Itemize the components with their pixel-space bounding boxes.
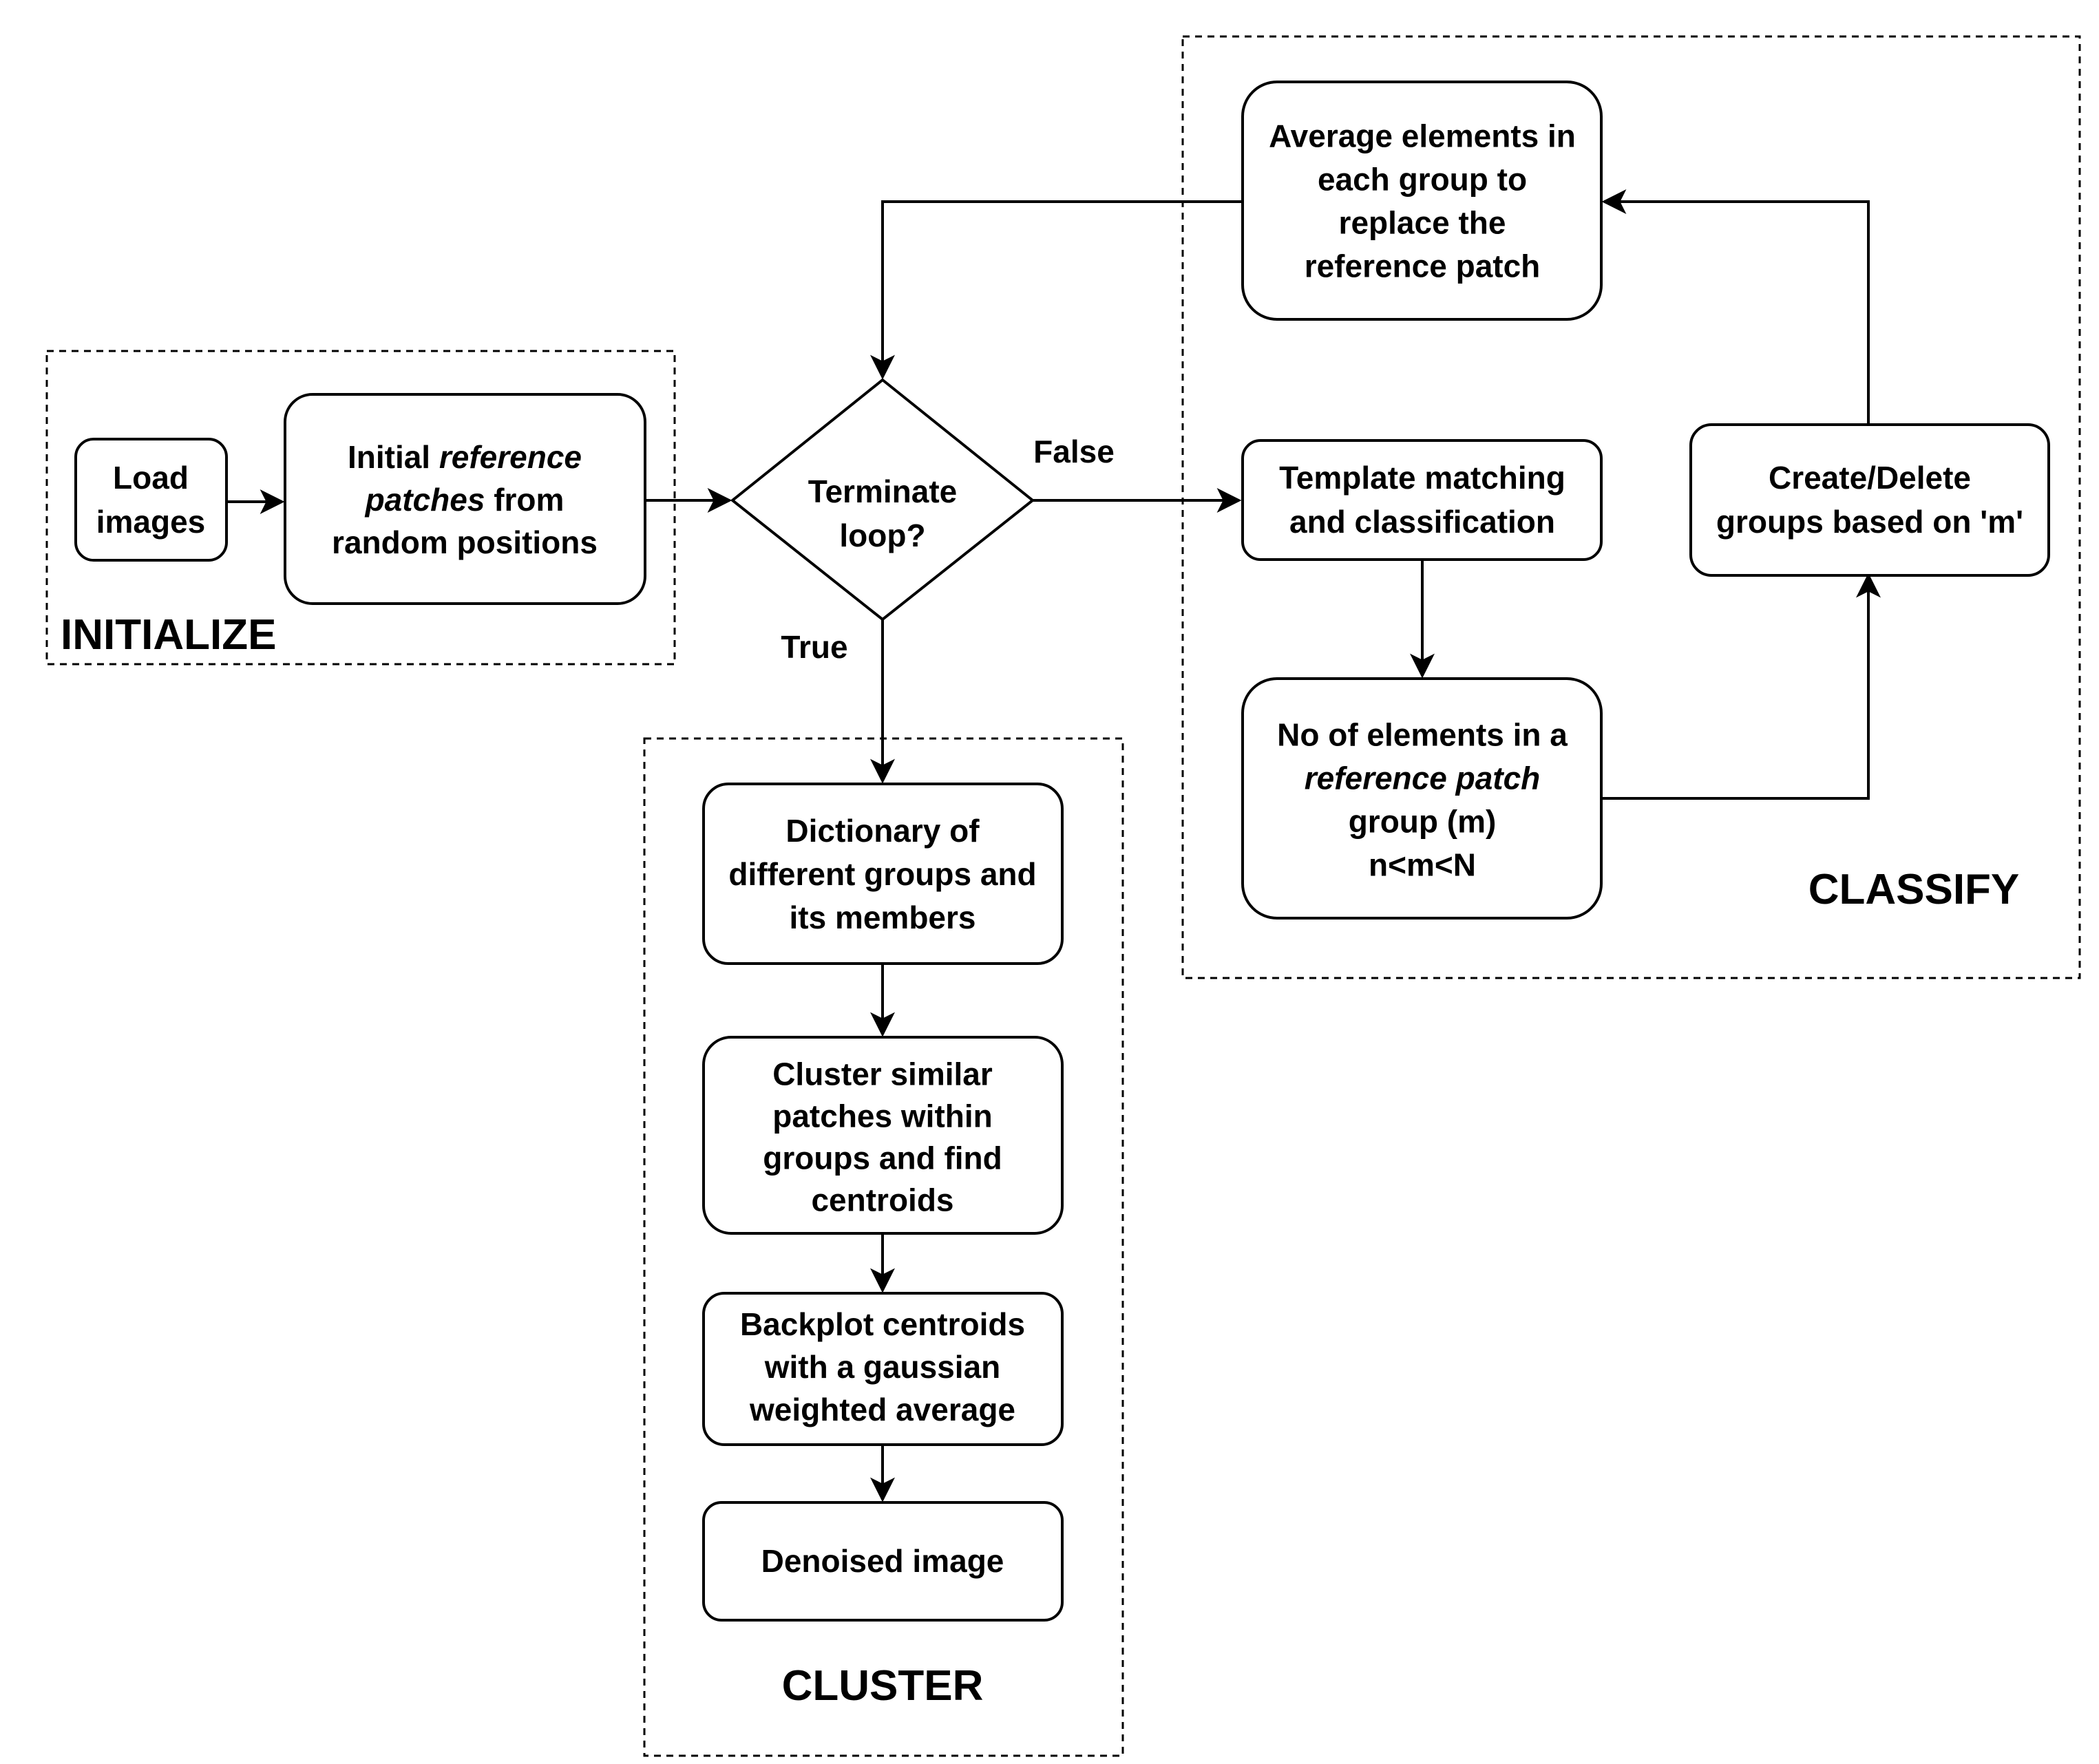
denoised-text: Denoised image bbox=[761, 1543, 1004, 1579]
edge-create-to-average bbox=[1601, 189, 1870, 425]
load-images-line-1: Load bbox=[113, 460, 189, 496]
initial-patches-line-1: Initial reference bbox=[348, 439, 582, 475]
initial-patches-line-3: random positions bbox=[332, 524, 598, 560]
classify-title: CLASSIFY bbox=[1808, 866, 2020, 913]
backplot-text: Backplot centroids with a gaussian weighte… bbox=[740, 1306, 1025, 1427]
cluster-similar-line-2: patches within bbox=[772, 1098, 992, 1134]
cluster-similar-line-1: Cluster similar bbox=[772, 1056, 993, 1092]
create-delete-line-2: groups based on 'm' bbox=[1716, 504, 2023, 540]
cluster-similar-line-3: groups and find bbox=[763, 1140, 1002, 1176]
create-delete-line-1: Create/Delete bbox=[1769, 460, 1971, 496]
denoised-line-1: Denoised image bbox=[761, 1543, 1004, 1579]
initialize-title: INITIALIZE bbox=[61, 611, 276, 659]
load-images-box bbox=[74, 438, 228, 562]
no-elements-line-2: reference patch bbox=[1305, 761, 1541, 796]
cluster-title: CLUSTER bbox=[782, 1662, 984, 1710]
denoised-box bbox=[702, 1501, 1064, 1622]
dictionary-line-3: its members bbox=[789, 900, 975, 935]
no-elements-line-1: No of elements in a bbox=[1277, 717, 1568, 753]
cluster-similar-box bbox=[702, 1036, 1064, 1235]
backplot-line-1: Backplot centroids bbox=[740, 1306, 1025, 1342]
edge-average-to-terminate bbox=[870, 200, 1243, 380]
no-elements-box bbox=[1241, 677, 1603, 920]
create-delete-text: Create/Delete groups based on 'm' bbox=[1716, 460, 2023, 540]
dictionary-line-2: different groups and bbox=[728, 856, 1036, 892]
edge-noelements-to-create bbox=[1601, 573, 1881, 800]
cluster-similar-text: Cluster similar patches within groups and … bbox=[763, 1056, 1002, 1218]
backplot-box bbox=[702, 1292, 1064, 1446]
true-label: True bbox=[781, 629, 847, 665]
template-text: Template matching and classification bbox=[1279, 460, 1565, 540]
template-line-1: Template matching bbox=[1279, 460, 1565, 496]
initial-patches-text: Initial reference patches from random posi… bbox=[332, 439, 598, 560]
average-box bbox=[1241, 81, 1603, 321]
average-text: Average elements in each group to replace … bbox=[1269, 118, 1576, 284]
no-elements-line-4: n<m<N bbox=[1369, 847, 1476, 883]
initial-patches-line-2: patches from bbox=[364, 482, 565, 518]
backplot-line-3: weighted average bbox=[749, 1392, 1015, 1427]
false-label: False bbox=[1033, 434, 1115, 469]
initialize-group bbox=[45, 350, 676, 666]
average-line-2: each group to bbox=[1318, 162, 1527, 198]
classify-group bbox=[1181, 35, 2081, 979]
backplot-line-2: with a gaussian bbox=[764, 1349, 1001, 1385]
average-line-4: reference patch bbox=[1305, 248, 1541, 284]
no-elements-line-3: group (m) bbox=[1349, 804, 1497, 840]
dictionary-box bbox=[702, 783, 1064, 965]
terminate-text: Terminate loop? bbox=[808, 474, 957, 553]
template-box bbox=[1241, 439, 1603, 561]
dictionary-text: Dictionary of different groups and its mem… bbox=[728, 813, 1036, 935]
terminate-line-2: loop? bbox=[839, 518, 925, 553]
load-images-line-2: images bbox=[96, 504, 206, 540]
terminate-line-1: Terminate bbox=[808, 474, 957, 509]
dictionary-line-1: Dictionary of bbox=[785, 813, 980, 849]
average-line-3: replace the bbox=[1339, 205, 1506, 241]
terminate-decision bbox=[730, 378, 1035, 621]
create-delete-box bbox=[1689, 423, 2050, 577]
cluster-similar-line-4: centroids bbox=[811, 1182, 953, 1218]
no-elements-text: No of elements in a reference patch group … bbox=[1277, 717, 1568, 883]
average-line-1: Average elements in bbox=[1269, 118, 1576, 154]
initial-patches-box bbox=[284, 393, 646, 605]
load-images-text: Load images bbox=[96, 460, 206, 540]
template-line-2: and classification bbox=[1289, 504, 1555, 540]
